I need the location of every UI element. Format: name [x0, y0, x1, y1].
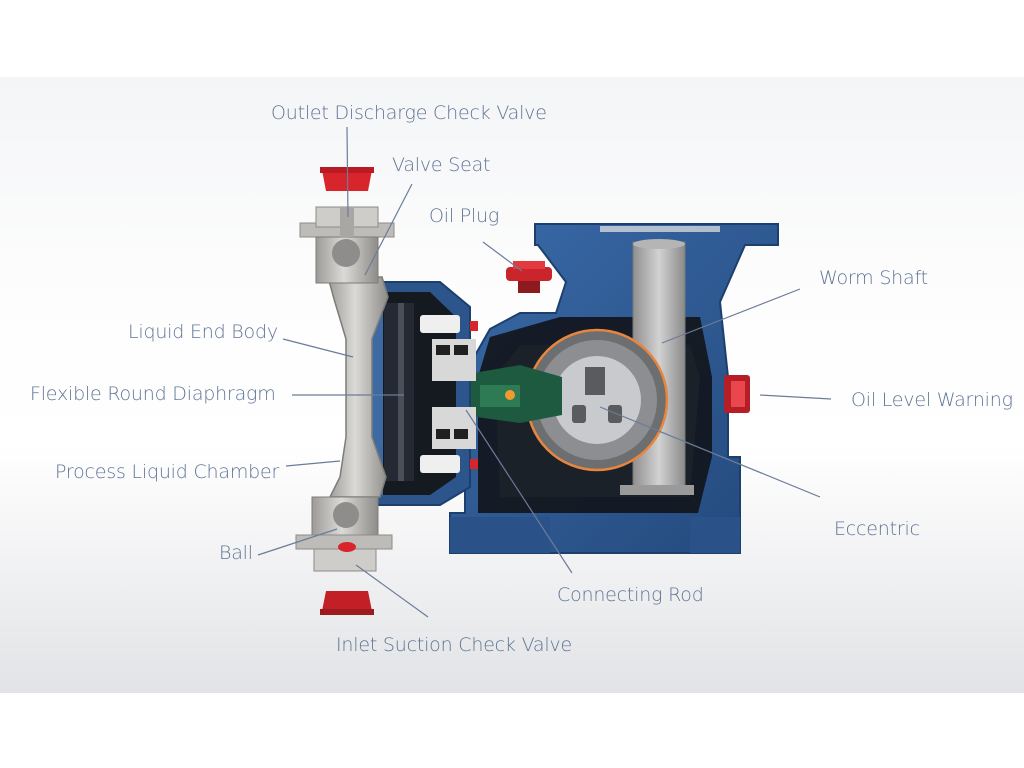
- label-valve-seat: Valve Seat: [392, 154, 491, 176]
- label-outlet-discharge-check-valve: Outlet Discharge Check Valve: [271, 102, 547, 124]
- label-inlet-suction-check-valve: Inlet Suction Check Valve: [336, 634, 572, 656]
- video-frame: Outlet Discharge Check Valve Valve Seat …: [0, 77, 1024, 693]
- oil-level-window: [724, 375, 750, 413]
- eccentric-wheel: [525, 328, 669, 472]
- liquid-end-body-shape: [295, 206, 395, 572]
- label-oil-plug: Oil Plug: [429, 205, 500, 227]
- connecting-rod-shape: [462, 365, 562, 423]
- label-flexible-round-diaphragm: Flexible Round Diaphragm: [30, 383, 276, 405]
- label-connecting-rod: Connecting Rod: [557, 584, 704, 606]
- oil-plug-shape: [506, 261, 552, 293]
- label-eccentric: Eccentric: [834, 518, 920, 540]
- leader-lines: [257, 126, 832, 618]
- label-ball: Ball: [219, 542, 253, 564]
- label-oil-level-warning: Oil Level Warning: [851, 389, 1013, 411]
- pump-cutaway-illustration: [257, 126, 832, 618]
- label-liquid-end-body: Liquid End Body: [128, 321, 278, 343]
- label-process-liquid-chamber: Process Liquid Chamber: [55, 461, 280, 483]
- label-worm-shaft: Worm Shaft: [819, 267, 928, 289]
- diaphragm-assembly: [384, 303, 478, 481]
